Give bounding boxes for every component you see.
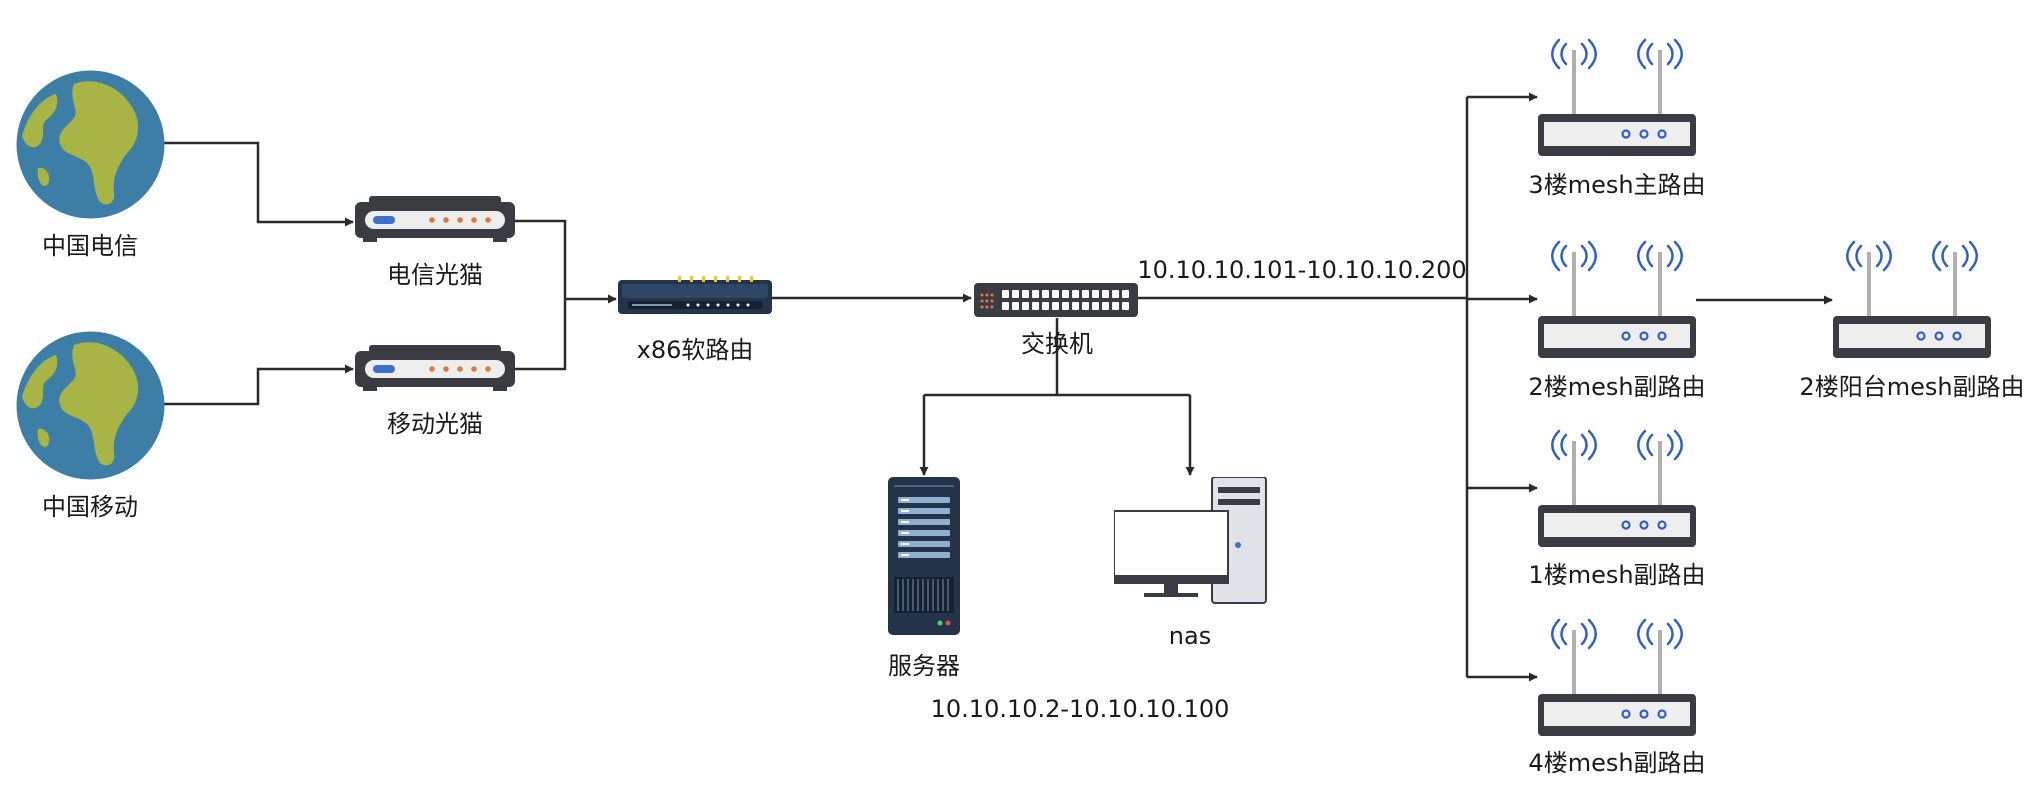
link-telecom-to-modem [162,141,354,227]
link-mobile-to-modem [162,364,354,406]
label-server-ip-range: 10.10.10.2-10.10.10.100 [930,695,1230,723]
link-telecom-modem-out [513,219,567,299]
link-mobile-modem-out [513,299,567,371]
label-mesh-2f-sub: 2楼mesh副路由 [1528,373,1706,401]
label-nas: nas [1168,622,1212,650]
label-mesh-ip-range: 10.10.10.101-10.10.10.200 [1137,256,1467,284]
label-mesh-3f-main: 3楼mesh主路由 [1528,171,1706,199]
mesh-2f-sub-router-icon [1538,240,1696,358]
label-mesh-2f-balcony: 2楼阳台mesh副路由 [1799,373,2025,401]
label-telecom-modem: 电信光猫 [387,261,483,289]
globe-telecom-icon [16,70,165,219]
label-mesh-4f-sub: 4楼mesh副路由 [1528,749,1706,777]
globe-mobile-icon [16,331,165,480]
mesh-1f-sub-router-icon [1538,429,1696,547]
mobile-modem-icon [355,345,515,391]
mesh-4f-sub-router-icon [1538,618,1696,736]
label-mesh-1f-sub: 1楼mesh副路由 [1528,561,1706,589]
mesh-2f-balcony-router-icon [1833,240,1991,358]
label-mobile-modem: 移动光猫 [387,410,483,438]
label-soft-router: x86软路由 [636,336,754,364]
label-server: 服务器 [888,652,960,680]
nas-icon [1114,477,1267,604]
soft-router-icon [618,276,772,314]
label-telecom: 中国电信 [42,232,138,260]
label-switch: 交换机 [1021,330,1093,358]
telecom-modem-icon [355,196,515,242]
switch-icon [974,283,1138,317]
label-mobile: 中国移动 [42,493,138,521]
server-icon [888,477,960,635]
mesh-3f-main-router-icon [1538,38,1696,156]
